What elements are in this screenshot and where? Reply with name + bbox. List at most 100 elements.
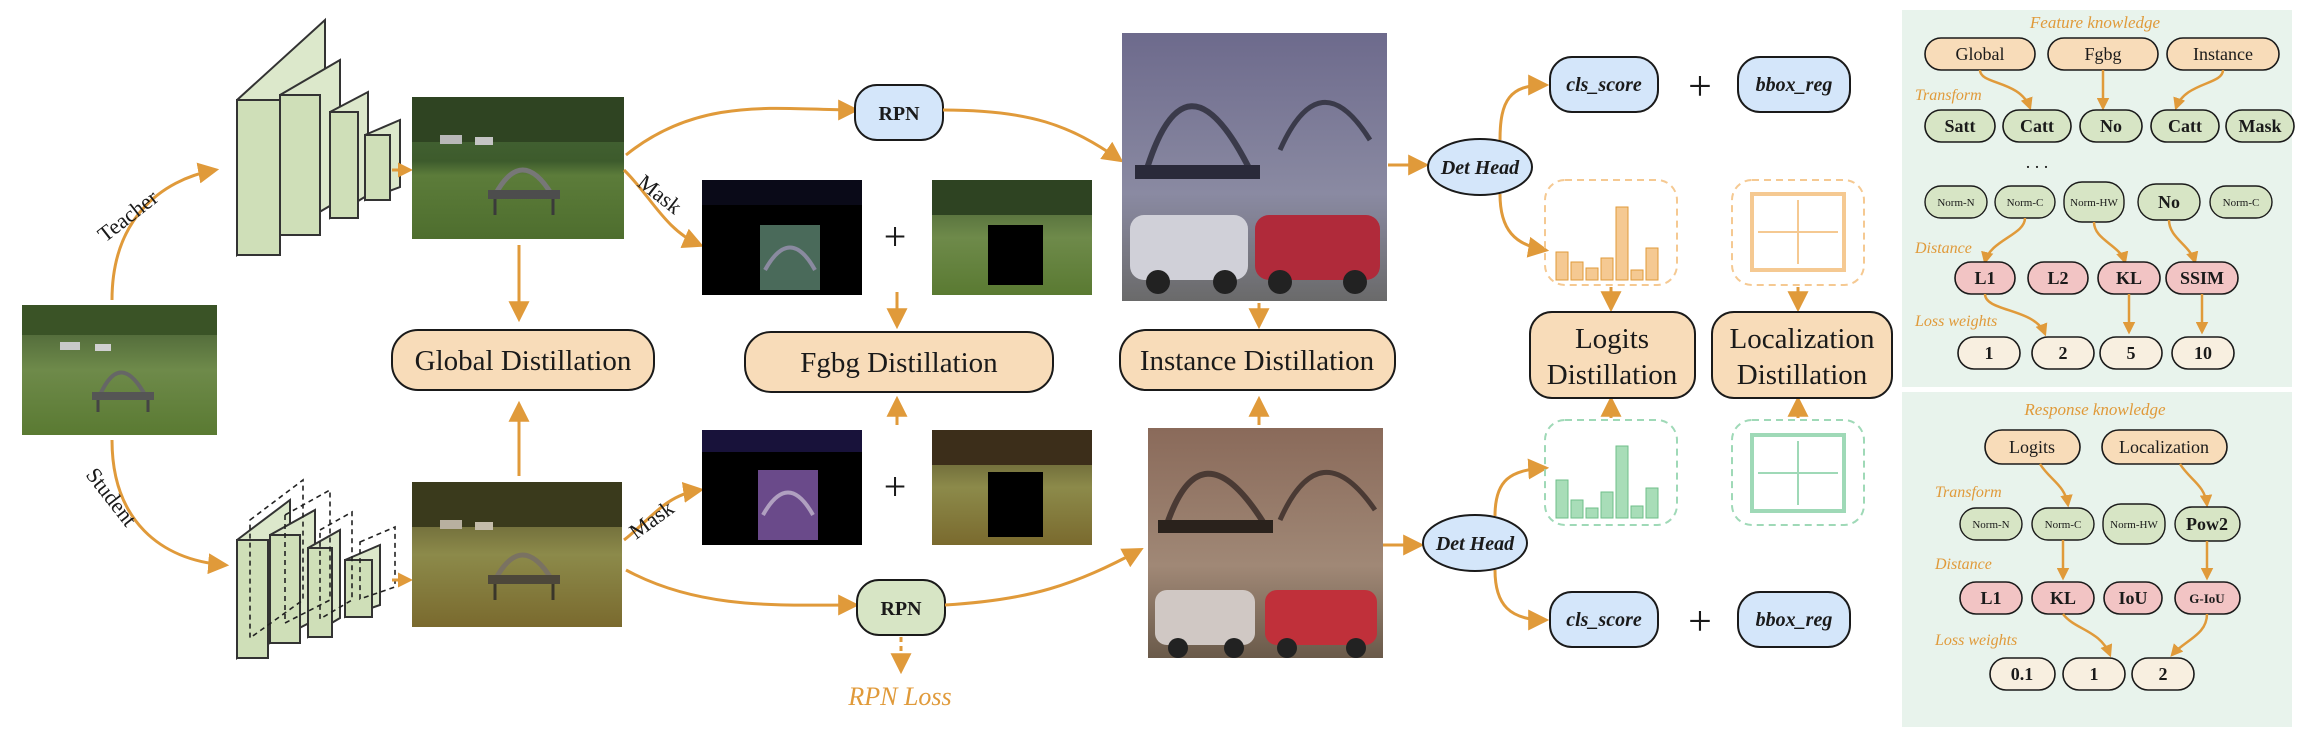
response-distance-giou: G-IoU bbox=[2189, 591, 2225, 606]
cls-score-bottom-label: cls_score bbox=[1566, 609, 1642, 631]
svg-text:Global: Global bbox=[1956, 44, 2005, 64]
det-head-bottom-node: Det Head bbox=[1422, 514, 1528, 572]
feature-source-instance: Instance bbox=[2166, 37, 2280, 71]
feature-loss-weights-label: Loss weights bbox=[1914, 313, 1997, 330]
rpn-top-node: RPN bbox=[854, 84, 944, 141]
feature-transform-mask: Mask bbox=[2238, 116, 2281, 136]
teacher-localization-box bbox=[1731, 179, 1865, 286]
plus-head-bottom: + bbox=[1688, 599, 1712, 645]
svg-text:Instance: Instance bbox=[2193, 44, 2253, 64]
logits-distillation-line2: Distillation bbox=[1547, 359, 1678, 391]
cls-score-bottom-node: cls_score bbox=[1549, 591, 1659, 648]
response-transform-pow2: Pow2 bbox=[2186, 514, 2228, 534]
teacher-feature-image bbox=[412, 97, 624, 239]
student-backbone bbox=[236, 478, 396, 660]
svg-text:Localization: Localization bbox=[2119, 437, 2209, 457]
teacher-backbone bbox=[236, 17, 401, 258]
response-panel-title: Response knowledge bbox=[2023, 400, 2166, 419]
instance-distillation-box: Instance Distillation bbox=[1119, 329, 1396, 391]
response-weight-2: 2 bbox=[2159, 664, 2168, 684]
rpn-top-label: RPN bbox=[878, 103, 920, 125]
response-knowledge-panel: Response knowledge Logits Localization T… bbox=[1902, 392, 2292, 727]
masked-foreground-bottom bbox=[702, 430, 862, 545]
teacher-instance-image bbox=[1122, 33, 1387, 301]
feature-transform-catt-2: Catt bbox=[2168, 116, 2202, 136]
feature-distance-kl: KL bbox=[2116, 268, 2142, 288]
student-localization-box bbox=[1731, 419, 1865, 526]
global-distillation-box: Global Distillation bbox=[391, 329, 655, 391]
response-weight-0-1: 0.1 bbox=[2011, 664, 2034, 684]
logits-distillation-box: Logits Distillation bbox=[1529, 311, 1696, 399]
rpn-loss-label: RPN Loss bbox=[847, 682, 951, 711]
feature-source-global: Global bbox=[1924, 37, 2036, 71]
bbox-reg-top-node: bbox_reg bbox=[1737, 56, 1851, 113]
feature-weight-5: 5 bbox=[2127, 343, 2136, 363]
fgbg-distillation-label: Fgbg Distillation bbox=[800, 347, 998, 379]
feature-transform-satt: Satt bbox=[1945, 116, 1976, 136]
feature-transform-no-2: No bbox=[2158, 192, 2180, 212]
plus-bottom: + bbox=[884, 464, 907, 509]
feature-transform-norm-c-2: Norm-C bbox=[2223, 197, 2260, 209]
rpn-bottom-label: RPN bbox=[880, 598, 922, 620]
response-distance-label: Distance bbox=[1934, 556, 1992, 573]
teacher-label: Teacher bbox=[93, 184, 164, 247]
student-feature-image bbox=[412, 482, 622, 627]
bbox-reg-top-label: bbox_reg bbox=[1756, 74, 1833, 96]
response-distance-l1: L1 bbox=[1980, 588, 2001, 608]
response-transform-label: Transform bbox=[1935, 484, 2002, 501]
plus-top: + bbox=[884, 214, 907, 259]
feature-weight-10: 10 bbox=[2194, 343, 2212, 363]
feature-transform-norm-c: Norm-C bbox=[2007, 197, 2044, 209]
feature-distance-ssim: SSIM bbox=[2180, 268, 2224, 288]
feature-transform-ellipsis: . . . bbox=[2026, 152, 2049, 172]
feature-distance-label: Distance bbox=[1914, 240, 1972, 257]
feature-transform-norm-hw: Norm-HW bbox=[2070, 197, 2118, 209]
student-logits-histogram bbox=[1544, 419, 1678, 526]
feature-knowledge-panel: Feature knowledge Global Fgbg Instance T… bbox=[1902, 10, 2295, 387]
feature-transform-catt: Catt bbox=[2020, 116, 2054, 136]
global-distillation-label: Global Distillation bbox=[415, 345, 632, 377]
feature-transform-label: Transform bbox=[1915, 87, 1982, 104]
response-loss-weights-label: Loss weights bbox=[1934, 632, 2017, 649]
det-head-top-label: Det Head bbox=[1440, 157, 1520, 179]
bbox-reg-bottom-node: bbox_reg bbox=[1737, 591, 1851, 648]
feature-transform-no: No bbox=[2100, 116, 2122, 136]
plus-head-top: + bbox=[1688, 64, 1712, 110]
response-weight-1: 1 bbox=[2090, 664, 2099, 684]
response-transform-norm-hw: Norm-HW bbox=[2110, 519, 2158, 531]
response-transform-norm-n: Norm-N bbox=[1972, 519, 2009, 531]
cls-score-top-label: cls_score bbox=[1566, 74, 1642, 96]
response-distance-iou: IoU bbox=[2118, 588, 2147, 608]
response-source-localization: Localization bbox=[2101, 429, 2228, 465]
feature-transform-norm-n: Norm-N bbox=[1937, 197, 1974, 209]
localization-distillation-line1: Localization bbox=[1730, 323, 1875, 355]
svg-text:Fgbg: Fgbg bbox=[2084, 44, 2121, 64]
input-image bbox=[22, 305, 217, 435]
teacher-logits-histogram bbox=[1544, 179, 1678, 286]
feature-distance-l2: L2 bbox=[2047, 268, 2068, 288]
response-distance-kl: KL bbox=[2050, 588, 2076, 608]
svg-text:Logits: Logits bbox=[2009, 437, 2055, 457]
feature-source-fgbg: Fgbg bbox=[2047, 37, 2159, 71]
response-source-logits: Logits bbox=[1984, 429, 2081, 465]
masked-background-bottom bbox=[932, 430, 1092, 545]
bbox-reg-bottom-label: bbox_reg bbox=[1756, 609, 1833, 631]
feature-panel-title: Feature knowledge bbox=[2029, 13, 2161, 32]
instance-distillation-label: Instance Distillation bbox=[1140, 345, 1375, 377]
student-instance-image bbox=[1148, 428, 1383, 658]
fgbg-distillation-box: Fgbg Distillation bbox=[744, 331, 1054, 393]
cls-score-top-node: cls_score bbox=[1549, 56, 1659, 113]
det-head-bottom-label: Det Head bbox=[1435, 533, 1515, 555]
feature-weight-2: 2 bbox=[2059, 343, 2068, 363]
localization-distillation-box: Localization Distillation bbox=[1711, 311, 1893, 399]
logits-distillation-line1: Logits bbox=[1575, 323, 1649, 355]
masked-foreground-top bbox=[702, 180, 862, 295]
rpn-bottom-node: RPN bbox=[856, 579, 946, 636]
feature-distance-l1: L1 bbox=[1974, 268, 1995, 288]
localization-distillation-line2: Distillation bbox=[1737, 359, 1868, 391]
masked-background-top bbox=[932, 180, 1092, 295]
det-head-top-node: Det Head bbox=[1427, 138, 1533, 196]
response-transform-norm-c: Norm-C bbox=[2045, 519, 2082, 531]
student-label: Student bbox=[81, 463, 142, 531]
